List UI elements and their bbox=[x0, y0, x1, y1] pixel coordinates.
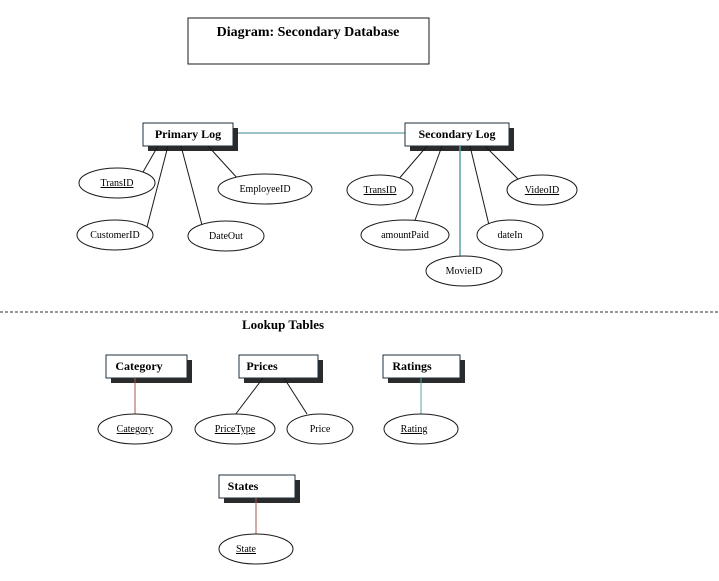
primary-date-out-attribute bbox=[187, 220, 265, 252]
category-category-attribute bbox=[97, 413, 173, 445]
primary-employee-id-attribute bbox=[217, 173, 313, 205]
primary-log-link-employee-id bbox=[207, 145, 240, 181]
prices-price-attribute bbox=[286, 413, 354, 445]
secondary-log-link-date-in bbox=[469, 145, 490, 226]
secondary-date-in-label: dateIn bbox=[498, 230, 523, 241]
ratings-rating-label: Rating bbox=[401, 424, 428, 435]
primary-trans-id-attribute bbox=[78, 167, 156, 199]
secondary-trans-id-attribute bbox=[346, 174, 414, 206]
primary-customer-id-label: CustomerID bbox=[90, 230, 139, 241]
secondary-trans-id-label: TransID bbox=[364, 185, 397, 196]
secondary-movie-id-label: MovieID bbox=[446, 266, 483, 277]
primary-employee-id-label: EmployeeID bbox=[239, 184, 290, 195]
primary-customer-id-attribute bbox=[76, 219, 154, 251]
secondary-log-label: Secondary Log bbox=[418, 127, 495, 141]
primary-date-out-label: DateOut bbox=[209, 231, 243, 242]
secondary-log-link-trans-id bbox=[396, 145, 428, 182]
states-entity bbox=[218, 474, 296, 499]
ratings-rating-attribute bbox=[383, 413, 459, 445]
secondary-movie-id-attribute bbox=[425, 255, 503, 287]
secondary-log-link-amount-paid bbox=[413, 145, 443, 224]
diagram-title: Diagram: Secondary Database bbox=[217, 25, 400, 40]
secondary-log-link-video-id bbox=[484, 145, 520, 181]
prices-price-type-attribute bbox=[194, 413, 276, 445]
primary-log-label: Primary Log bbox=[155, 127, 221, 141]
primary-log-link-date-out bbox=[180, 145, 203, 226]
prices-entity bbox=[238, 354, 319, 379]
ratings-label: Ratings bbox=[392, 359, 432, 373]
primary-log-entity bbox=[142, 122, 234, 147]
prices-price-type-label: PriceType bbox=[215, 424, 256, 435]
secondary-amount-paid-label: amountPaid bbox=[381, 230, 429, 241]
secondary-date-in-attribute bbox=[476, 219, 544, 251]
prices-link-price bbox=[283, 377, 308, 415]
states-state-attribute bbox=[218, 533, 294, 565]
secondary-video-id-label: VideoID bbox=[525, 185, 559, 196]
states-label: States bbox=[228, 479, 259, 493]
category-entity bbox=[105, 354, 188, 379]
lookup-tables-label: Lookup Tables bbox=[242, 317, 324, 332]
category-category-label: Category bbox=[117, 424, 154, 435]
prices-label: Prices bbox=[246, 359, 278, 373]
category-label: Category bbox=[115, 359, 162, 373]
prices-price-label: Price bbox=[310, 424, 331, 435]
secondary-log-entity bbox=[404, 122, 510, 147]
prices-link-price-type bbox=[234, 377, 264, 416]
secondary-video-id-attribute bbox=[506, 174, 578, 206]
primary-log-link-customer-id bbox=[146, 145, 169, 228]
primary-trans-id-label: TransID bbox=[101, 178, 134, 189]
secondary-amount-paid-attribute bbox=[360, 219, 450, 251]
title-box bbox=[187, 17, 430, 65]
states-state-label: State bbox=[236, 544, 257, 555]
